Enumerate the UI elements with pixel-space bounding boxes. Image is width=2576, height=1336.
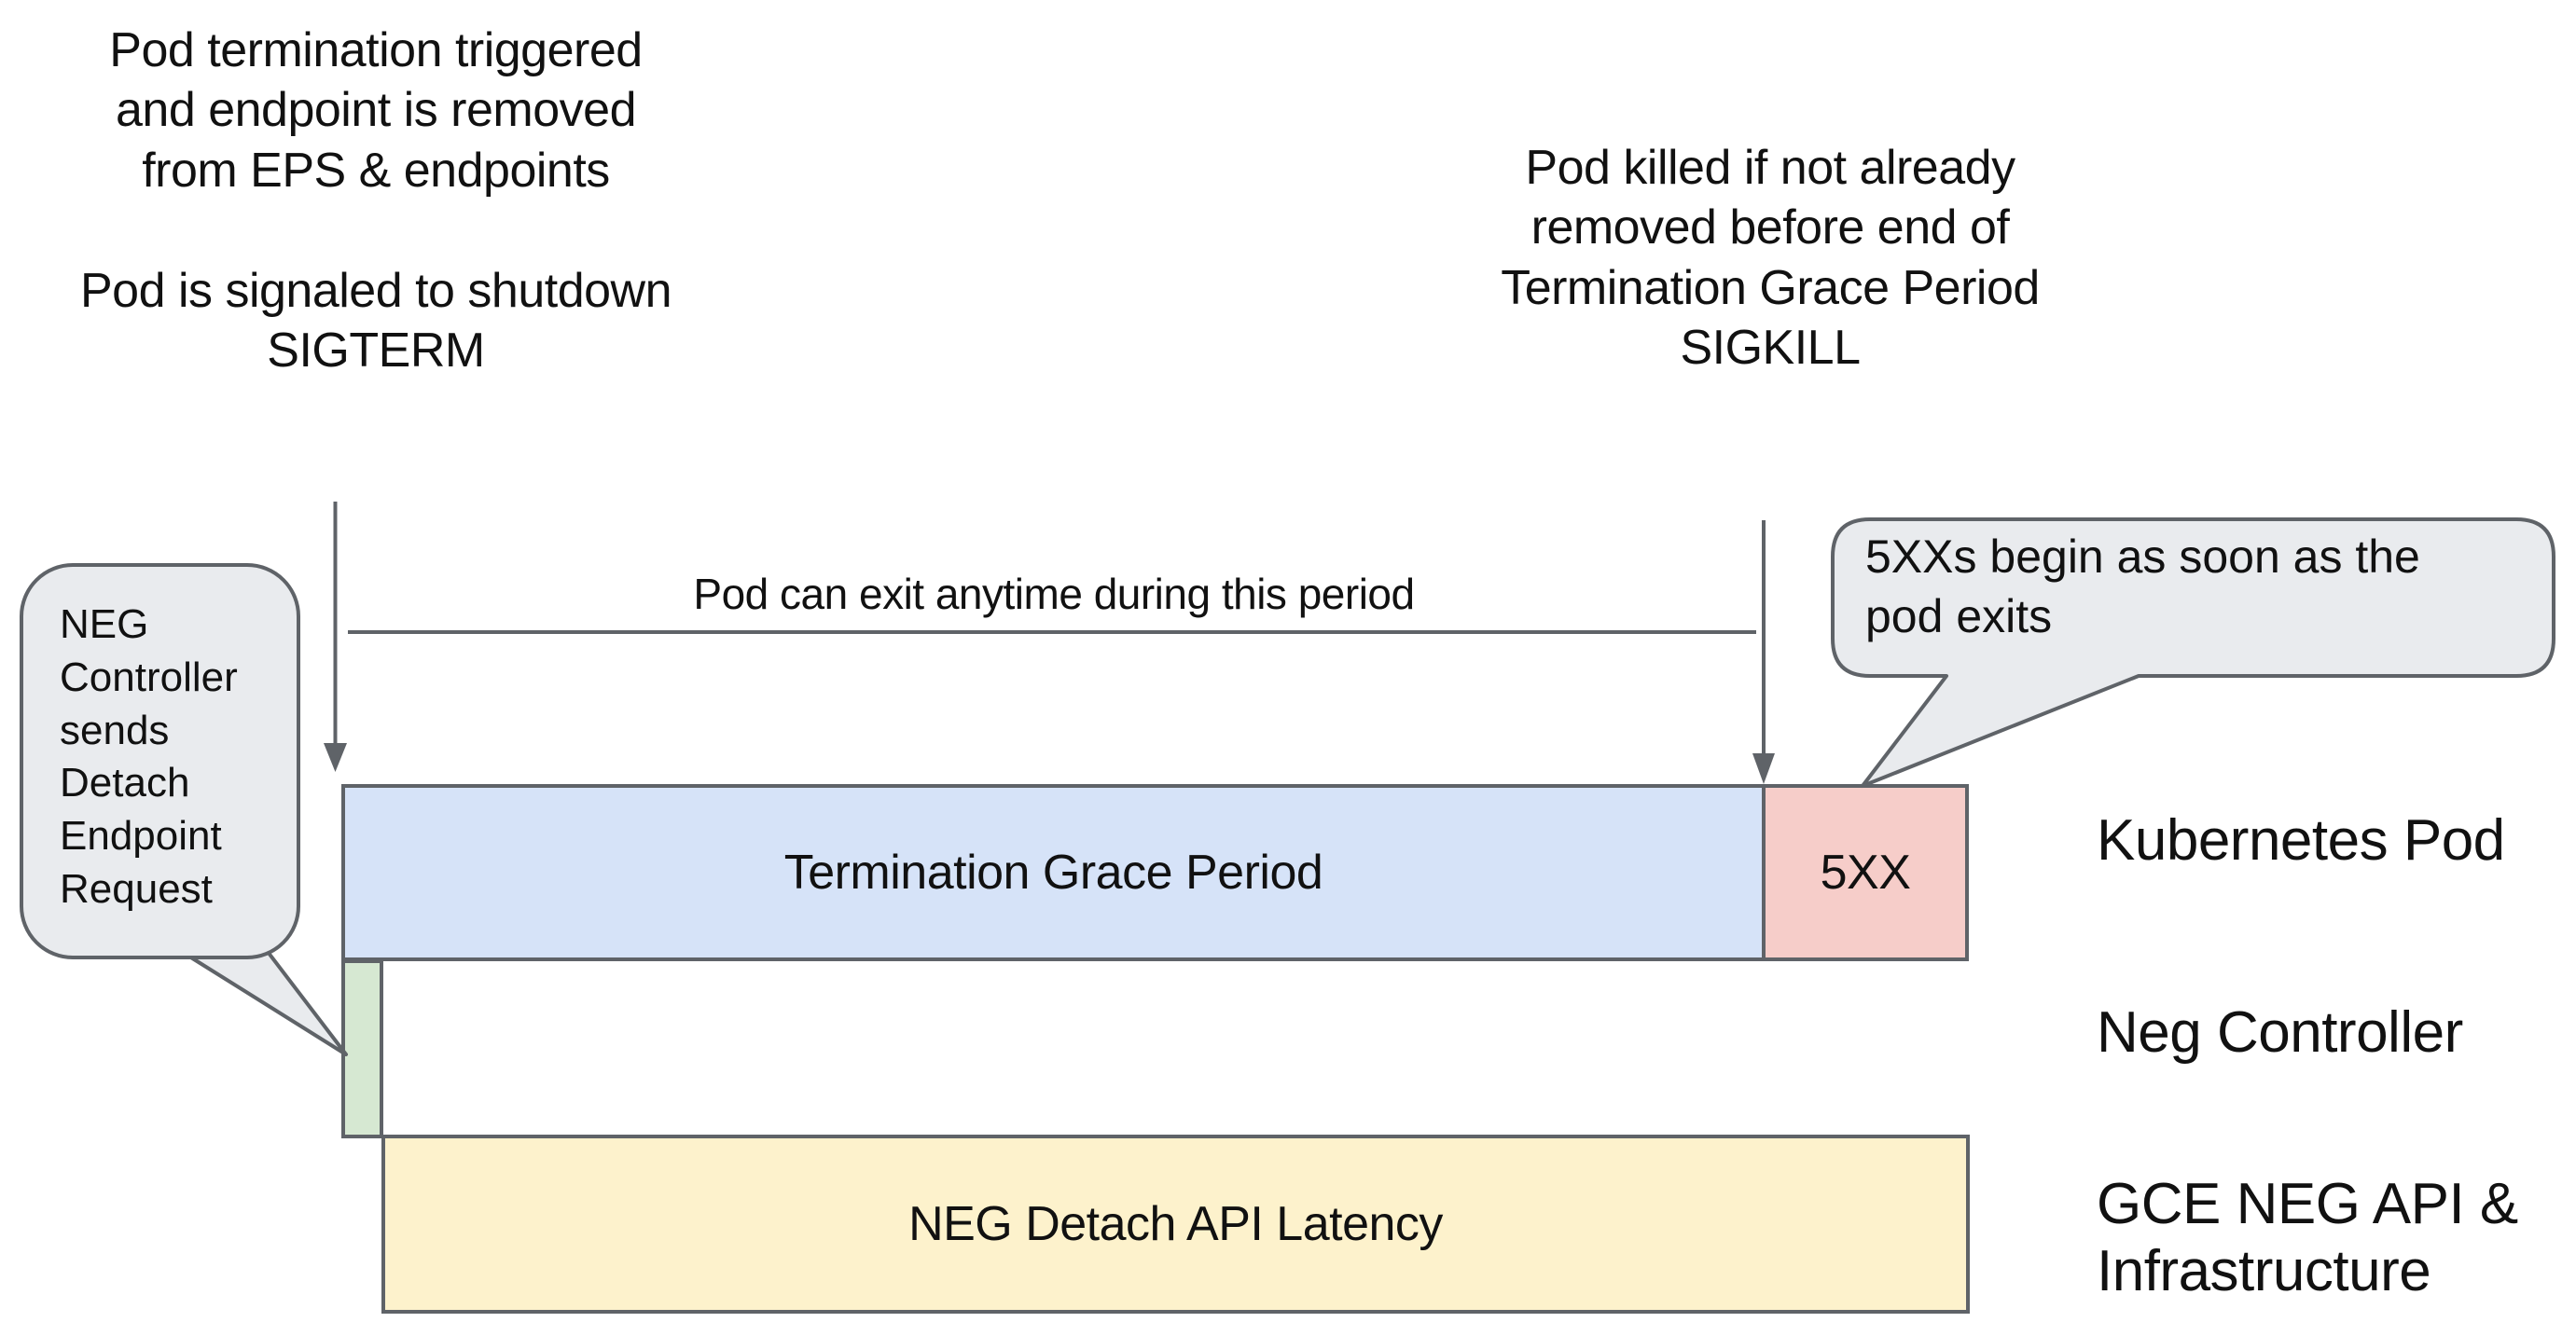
bar-termination-grace-period: Termination Grace Period xyxy=(341,784,1766,961)
sigkill-arrow xyxy=(1752,520,1775,784)
lane-label-gce-neg-api-infrastructure: GCE NEG API & Infrastructure xyxy=(2097,1172,2518,1303)
callout-neg-controller-text: NEG Controller sends Detach Endpoint Req… xyxy=(60,601,238,912)
bar-neg-controller-detach-event xyxy=(341,959,383,1138)
sigterm-arrow xyxy=(324,502,347,772)
annotation-pod-termination-sigterm: Pod termination triggered and endpoint i… xyxy=(79,23,672,379)
lane-label-neg-controller: Neg Controller xyxy=(2097,1000,2463,1065)
callout-5xx-text: 5XXs begin as soon as the pod exits xyxy=(1865,530,2420,642)
annotation-pod-killed-sigkill: Pod killed if not already removed before… xyxy=(1501,141,2040,376)
bar-termination-grace-period-label: Termination Grace Period xyxy=(783,846,1323,900)
bar-neg-detach-api-latency: NEG Detach API Latency xyxy=(381,1135,1970,1314)
bar-5xx: 5XX xyxy=(1762,784,1969,961)
bar-neg-detach-api-latency-label: NEG Detach API Latency xyxy=(908,1197,1443,1251)
bar-5xx-label: 5XX xyxy=(1820,846,1911,900)
period-note: Pod can exit anytime during this period xyxy=(693,570,1415,618)
lane-label-kubernetes-pod: Kubernetes Pod xyxy=(2097,808,2505,873)
